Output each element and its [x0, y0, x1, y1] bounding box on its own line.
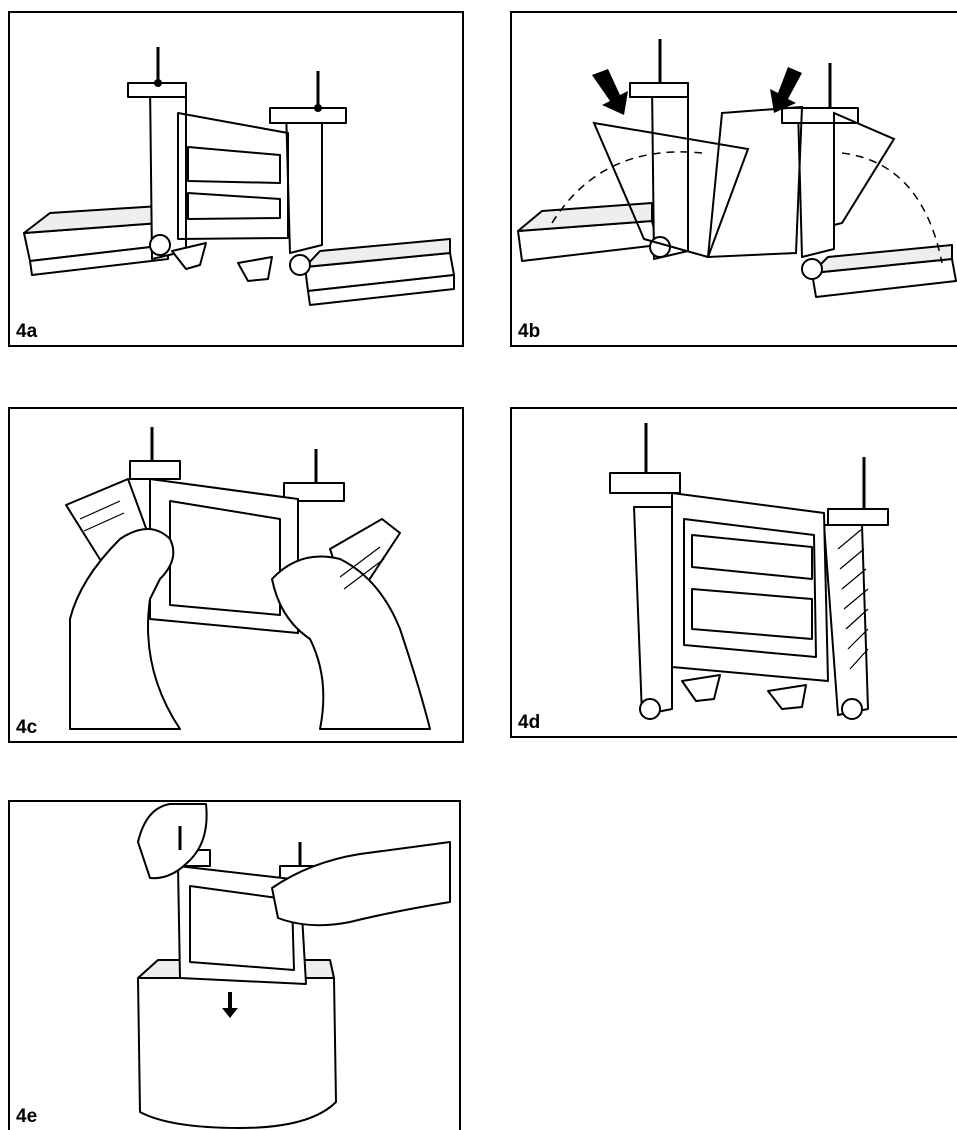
panel-label-4c: 4c: [16, 717, 38, 738]
illustration-4b-insert-plates: [517, 39, 957, 298]
illustration-4c-hands-clamp: [65, 427, 431, 730]
illustration-4d-closed-assembly: [609, 423, 889, 720]
panel-4a: 4a: [8, 11, 464, 347]
panel-4b: 4b: [510, 11, 957, 347]
panel-label-4b: 4b: [518, 321, 541, 342]
panel-4e: 4e: [8, 800, 461, 1130]
panel-4d: 4d: [510, 407, 957, 738]
illustration-4e-insert-into-tank: [137, 803, 451, 1129]
panel-label-4d: 4d: [518, 712, 541, 733]
panel-label-4a: 4a: [16, 321, 38, 342]
illustration-4a-open-core: [23, 47, 455, 306]
panel-label-4e: 4e: [16, 1106, 38, 1127]
panel-4c: 4c: [8, 407, 464, 743]
